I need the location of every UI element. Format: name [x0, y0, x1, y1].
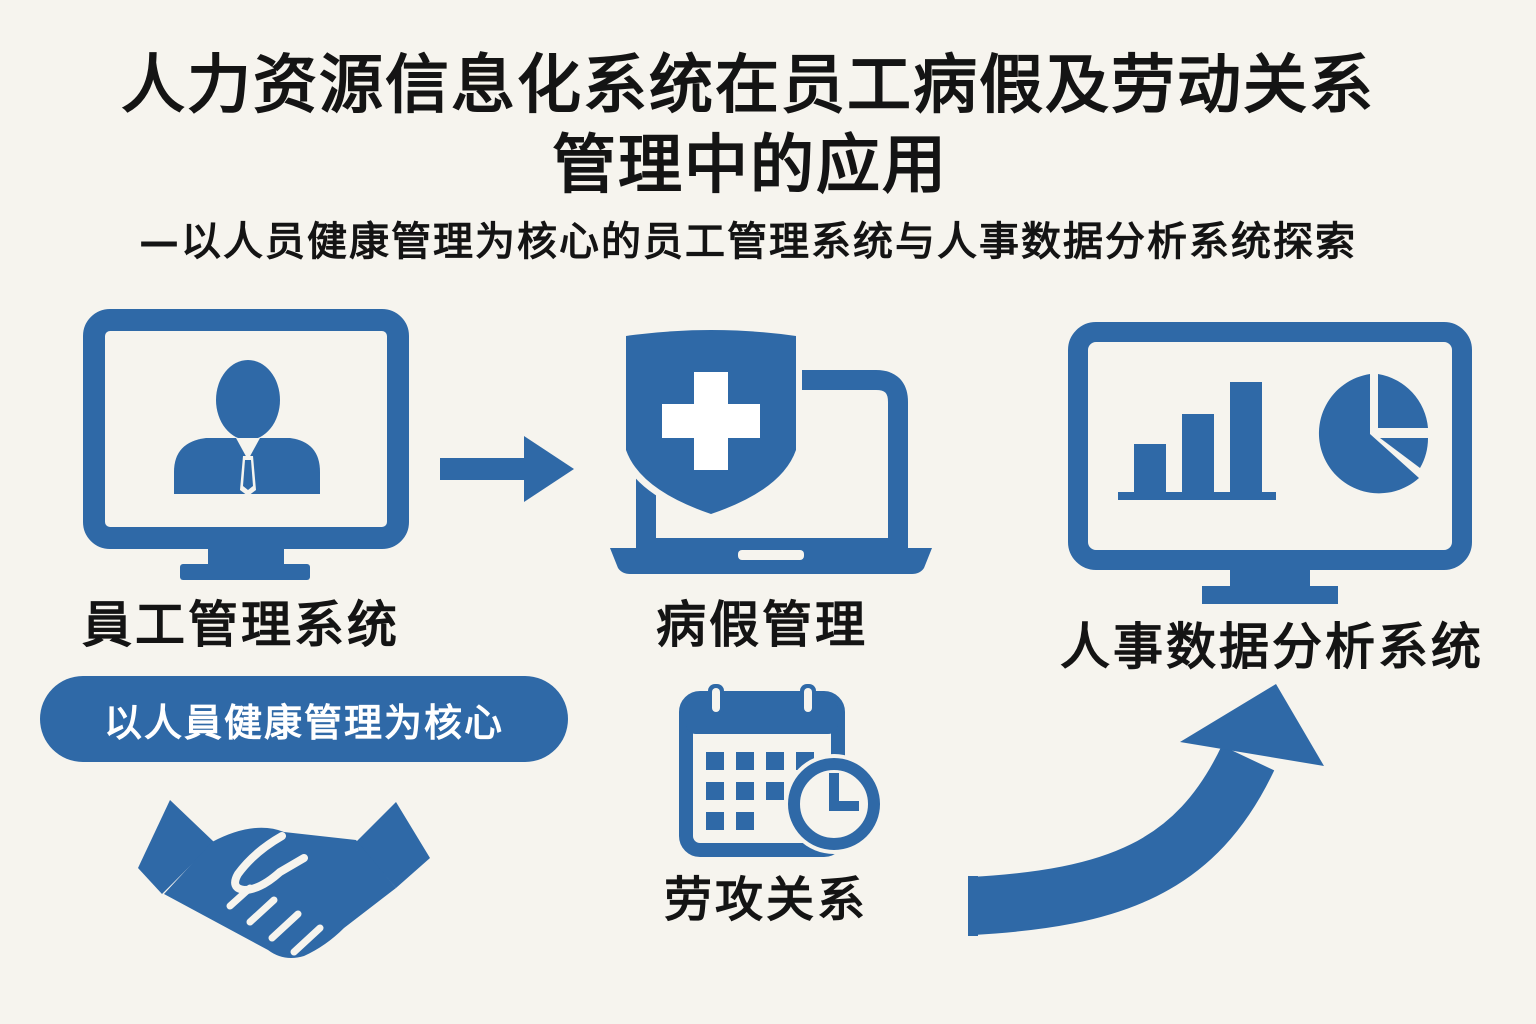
employee-system-label: 員工管理系统	[82, 596, 400, 654]
hr-analytics-label: 人事数据分析系统	[1060, 618, 1484, 676]
monitor-charts-icon	[1068, 322, 1472, 604]
page-subtitle: —以人员健康管理为核心的员工管理系统与人事数据分析系统探索	[139, 219, 1357, 265]
arrow-right-icon	[440, 436, 574, 502]
laptop-medical-shield-icon	[610, 324, 932, 574]
health-core-badge: 以人員健康管理为核心	[40, 676, 568, 762]
sick-leave-label: 病假管理	[656, 596, 868, 654]
curved-arrow-icon	[968, 684, 1324, 936]
page-title-line-1: 人力资源信息化系统在员工病假及劳动关系	[121, 49, 1375, 123]
handshake-icon	[138, 800, 430, 958]
page-title-line-2: 管理中的应用	[552, 129, 948, 203]
monitor-person-icon	[83, 309, 409, 580]
calendar-clock-icon	[679, 684, 884, 857]
labor-relations-label: 劳攻关系	[664, 872, 869, 928]
